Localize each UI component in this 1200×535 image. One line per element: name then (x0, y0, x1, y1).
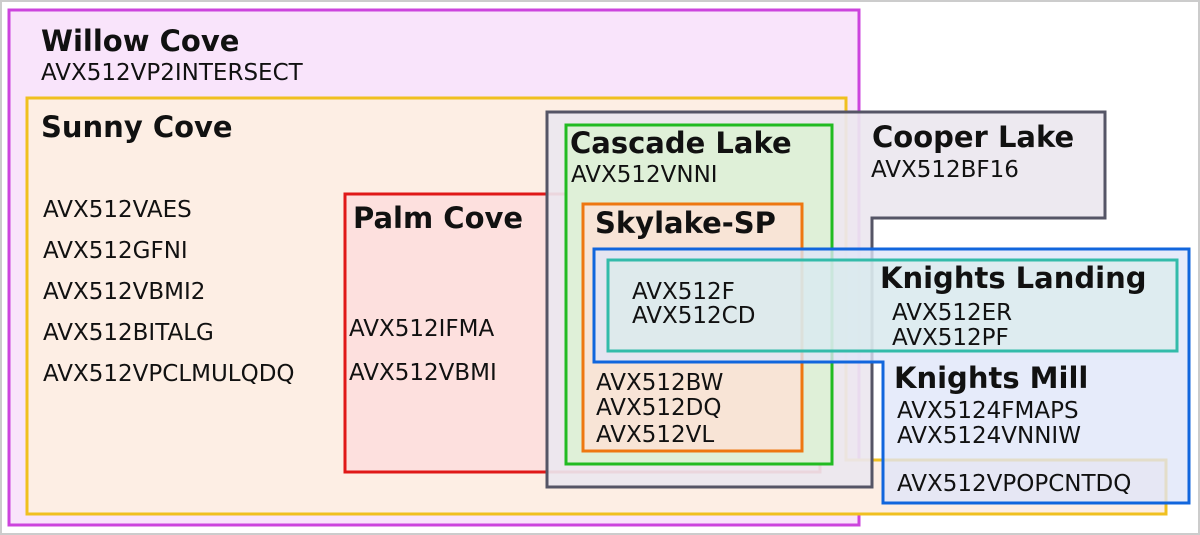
skylake-sp-feature: AVX512F (632, 279, 735, 305)
skylake-sp-feature: AVX512BW (596, 370, 723, 396)
knights-landing-feature: AVX512ER (892, 300, 1012, 326)
sunny-cove-feature: AVX512GFNI (43, 238, 188, 264)
willow-cove-title: Willow Cove (41, 24, 239, 58)
knights-mill-feature: AVX5124FMAPS (897, 398, 1079, 424)
sunny-cove-title: Sunny Cove (41, 110, 233, 144)
skylake-sp-feature: AVX512CD (632, 303, 755, 329)
palm-cove-feature: AVX512VBMI (349, 360, 497, 386)
sunny-cove-feature: AVX512VAES (43, 197, 192, 223)
knights-mill-feature: AVX5124VNNIW (897, 423, 1081, 449)
skylake-sp-title: Skylake-SP (595, 206, 776, 240)
knights-landing-region (606, 258, 1179, 353)
palm-cove-title: Palm Cove (353, 201, 523, 235)
skylake-sp-feature: AVX512VL (596, 422, 714, 448)
skylake-sp-feature: AVX512DQ (596, 395, 721, 421)
cooper-lake-feature: AVX512BF16 (871, 157, 1019, 183)
knights-landing-title: Knights Landing (880, 261, 1146, 295)
sunny-cove-feature: AVX512VPCLMULQDQ (43, 361, 295, 387)
cascade-lake-title: Cascade Lake (570, 126, 792, 160)
palm-cove-feature: AVX512IFMA (349, 316, 495, 342)
cascade-lake-feature: AVX512VNNI (571, 162, 718, 188)
cooper-lake-title: Cooper Lake (872, 120, 1074, 154)
sunny-cove-feature: AVX512BITALG (43, 320, 214, 346)
knights-landing-feature: AVX512PF (892, 325, 1009, 351)
shared-feature: AVX512VPOPCNTDQ (897, 471, 1131, 497)
knights-mill-title: Knights Mill (894, 361, 1088, 395)
sunny-cove-feature: AVX512VBMI2 (43, 279, 205, 305)
willow-cove-feature: AVX512VP2INTERSECT (41, 60, 304, 86)
